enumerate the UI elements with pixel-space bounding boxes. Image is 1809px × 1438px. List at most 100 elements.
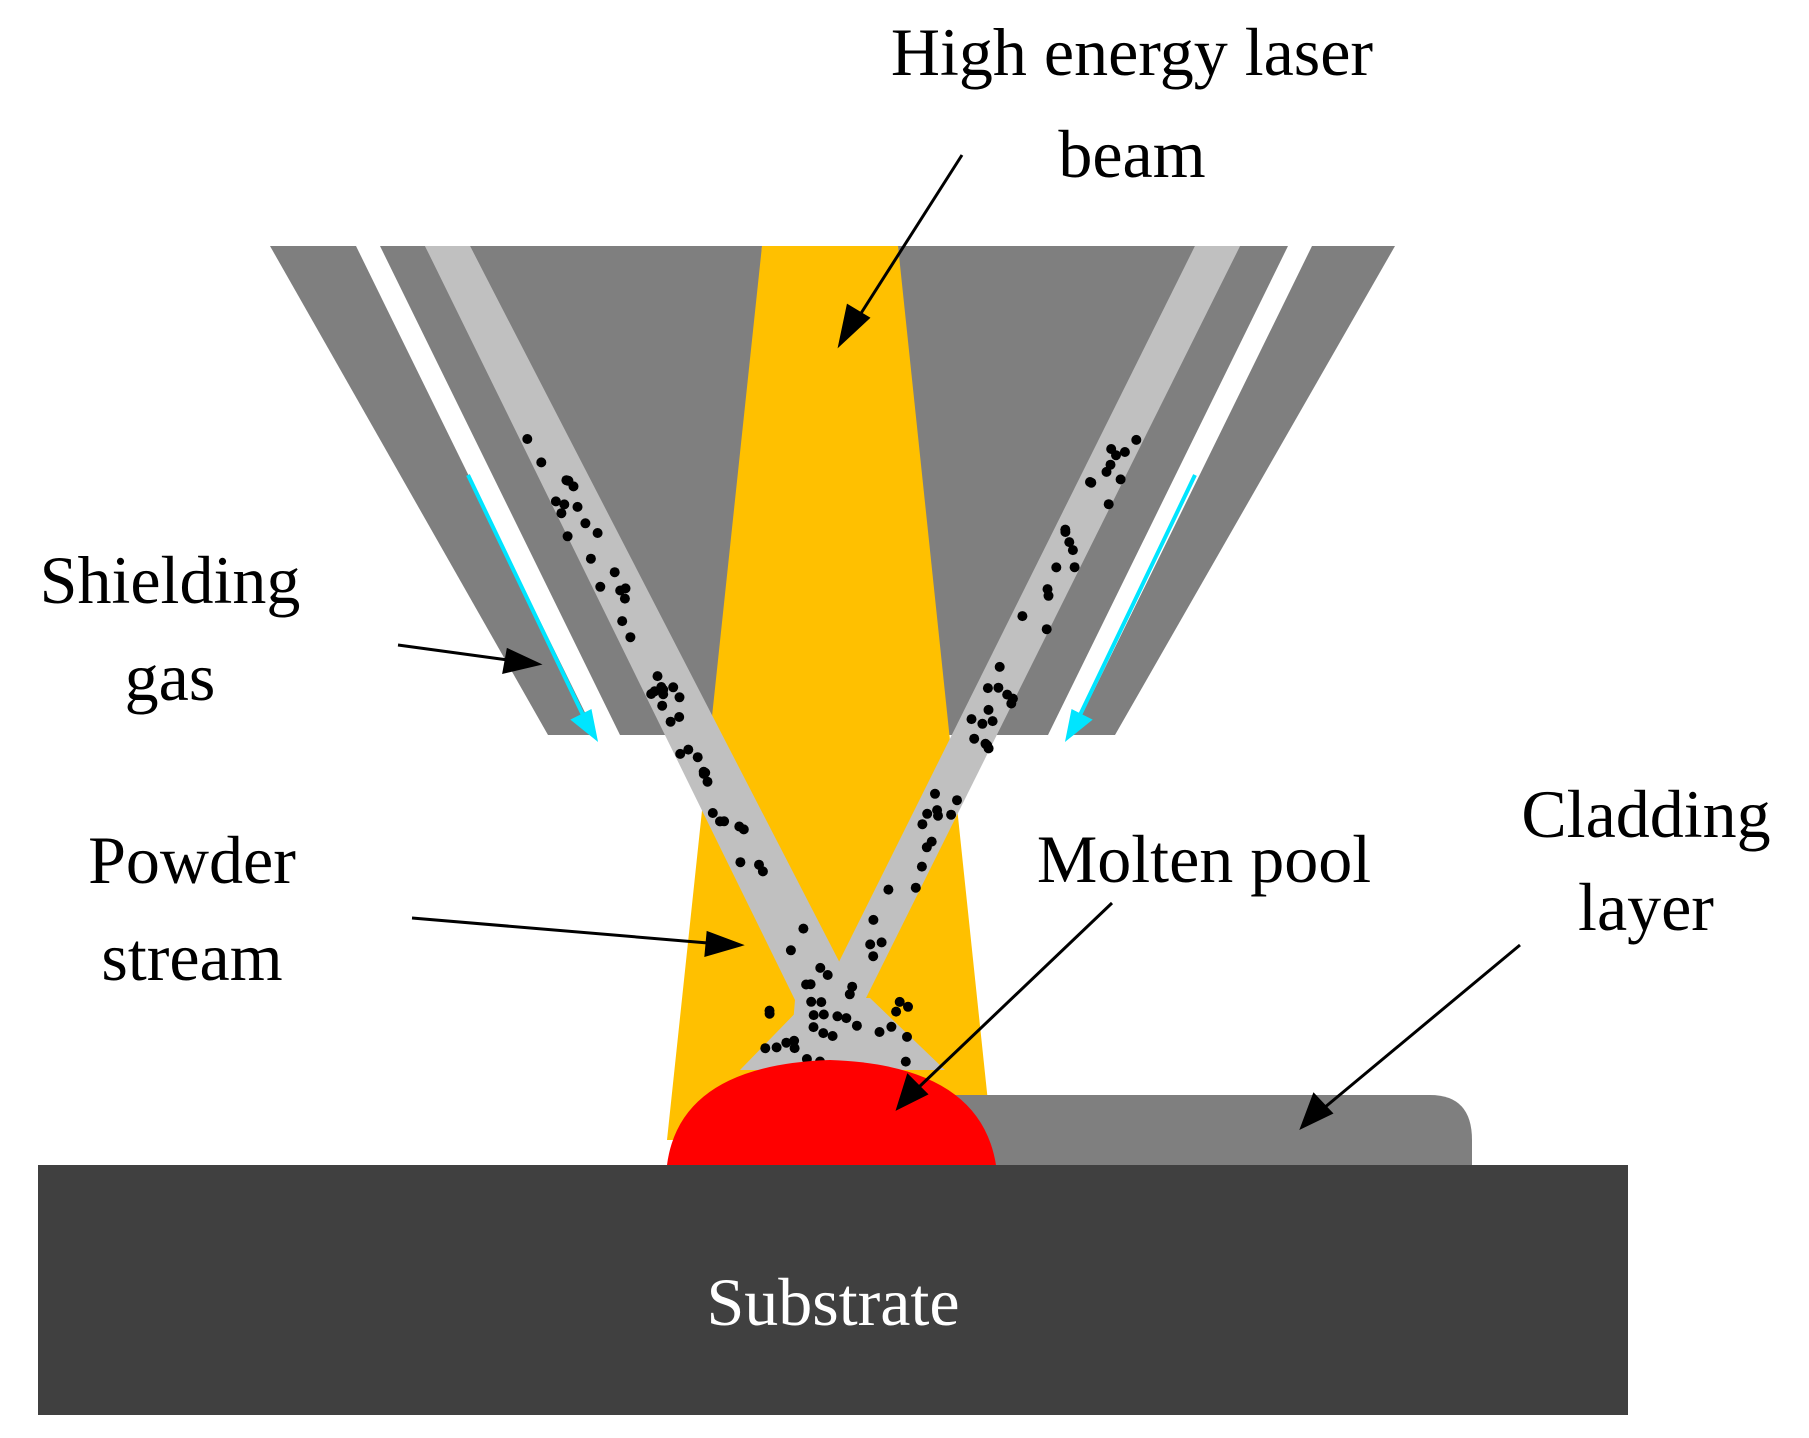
powder-stream-label-line1: Powder [88, 822, 296, 898]
powder-particle [707, 808, 718, 818]
shielding-gas-leader-line [397, 643, 509, 662]
powder-particle [900, 1056, 911, 1067]
powder-particle [818, 1009, 829, 1020]
laser-label-line2: beam [1058, 116, 1205, 192]
powder-particle [977, 718, 988, 729]
powder-particle [946, 809, 957, 820]
nozzle-right-half [898, 246, 1395, 735]
powder-particle [609, 567, 620, 578]
powder-particle [700, 767, 711, 778]
powder-particle [966, 714, 977, 725]
powder-particle [993, 682, 1004, 693]
molten-pool-arrowhead [895, 1073, 929, 1111]
powder-particle [932, 805, 943, 816]
powder-particle [674, 712, 685, 722]
powder-particle [572, 501, 583, 512]
powder-particle [562, 531, 573, 542]
shielding-gas-label-line2: gas [125, 639, 216, 715]
powder-particle [903, 1001, 913, 1012]
powder-particle [789, 1043, 800, 1054]
powder-particle [1103, 499, 1114, 510]
powder-particle [921, 842, 932, 853]
powder-particle [580, 518, 591, 529]
powder-particle [868, 914, 879, 925]
powder-convergence [740, 998, 945, 1070]
powder-particle [910, 882, 921, 893]
powder-particle [805, 979, 816, 990]
powder-particle [1119, 447, 1130, 457]
powder-particle [1067, 545, 1078, 556]
shielding-gas-channel-right [1048, 246, 1312, 735]
powder-particle [559, 499, 570, 510]
powder-particle [550, 496, 561, 507]
powder-particle [719, 816, 730, 827]
powder-particle [592, 528, 603, 538]
molten-pool-leader-line [916, 901, 1114, 1090]
powder-particle [806, 996, 817, 1007]
powder-particle [916, 861, 927, 872]
powder-particle [568, 481, 579, 492]
powder-particle [816, 997, 827, 1008]
powder-particle [556, 508, 567, 519]
powder-particle [851, 1020, 862, 1031]
powder-particle [771, 1042, 782, 1053]
powder-particle [625, 632, 636, 643]
powder-particle [789, 1035, 800, 1046]
powder-particle [617, 616, 628, 627]
powder-particle [987, 716, 998, 727]
shielding-gas-channel-left [356, 246, 620, 735]
cladding-layer-label-line2: layer [1578, 869, 1714, 945]
powder-particle [683, 744, 694, 755]
powder-particle [798, 923, 809, 934]
powder-particle [894, 996, 905, 1007]
powder-particle [922, 808, 933, 819]
powder-particle [876, 937, 887, 948]
leader-arrows [397, 154, 1521, 1130]
powder-particle [844, 989, 855, 1000]
powder-particle [738, 824, 749, 835]
powder-particle [815, 962, 826, 973]
powder-particle [646, 689, 657, 699]
laser-label-line1: High energy laser [891, 14, 1373, 90]
powder-particle [832, 1011, 843, 1022]
powder-particle [808, 1010, 819, 1021]
powder-particle [781, 1037, 792, 1048]
powder-particle [891, 1006, 902, 1017]
powder-stream-label-line2: stream [101, 919, 282, 995]
powder-particle [536, 457, 547, 468]
powder-stream-left-core [425, 246, 855, 1000]
powder-stream-leader-line [411, 916, 709, 945]
powder-particle [994, 661, 1005, 672]
powder-particle [847, 981, 858, 992]
powder-particle [522, 434, 533, 444]
powder-particle [657, 700, 668, 711]
laser-arrowhead [837, 303, 871, 349]
gas-flow-arrows [466, 474, 1197, 743]
powder-particle [969, 733, 980, 744]
powder-particle [1006, 698, 1017, 709]
powder-particle [952, 795, 962, 806]
powder-particle [668, 682, 679, 693]
powder-particle [1060, 524, 1071, 535]
molten-pool-label: Molten pool [1037, 821, 1371, 897]
powder-particle [658, 689, 669, 700]
powder-particle [841, 1013, 852, 1024]
powder-particle [886, 1021, 897, 1032]
powder-particle [1111, 450, 1121, 461]
powder-particle [1041, 624, 1052, 635]
powder-particle [808, 1022, 819, 1033]
laser-beam [667, 246, 992, 1140]
substrate [38, 1165, 1628, 1415]
laser-leader-line [856, 154, 964, 319]
shielding-gas-label-line1: Shielding [40, 542, 301, 618]
powder-particle [1131, 434, 1142, 445]
powder-particles [522, 434, 1142, 1067]
powder-particle [785, 945, 796, 956]
powder-particle [874, 1027, 885, 1037]
powder-particle [702, 776, 713, 787]
cladding-layer-arrowhead [1299, 1092, 1334, 1130]
powder-particle [735, 857, 746, 868]
powder-particle [827, 1031, 838, 1041]
powder-particle [585, 553, 596, 564]
